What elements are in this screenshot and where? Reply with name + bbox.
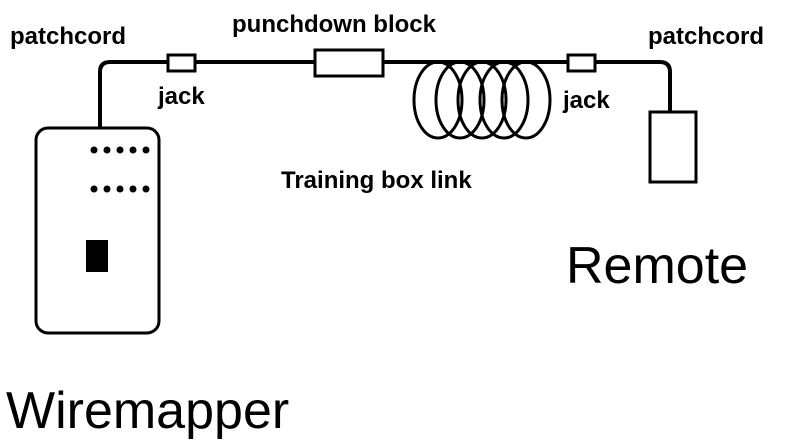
training-box-link-label: Training box link bbox=[281, 167, 472, 194]
jack-right-label: jack bbox=[562, 87, 610, 114]
led-row-bottom bbox=[90, 185, 150, 193]
cable-coil-icon bbox=[412, 60, 552, 140]
wiremapper-device bbox=[34, 126, 161, 335]
left-jack bbox=[166, 53, 197, 73]
device-display bbox=[86, 240, 108, 272]
patchcord-left-label: patchcord bbox=[10, 23, 126, 50]
remote-label: Remote bbox=[566, 237, 748, 295]
punchdown-block bbox=[313, 48, 385, 78]
wiremapper-label: Wiremapper bbox=[6, 382, 289, 440]
cable-line bbox=[98, 60, 672, 132]
remote-device bbox=[648, 110, 698, 184]
patchcord-right-label: patchcord bbox=[648, 23, 764, 50]
punchdown-block-label: punchdown block bbox=[232, 11, 437, 38]
right-jack bbox=[566, 53, 597, 73]
jack-left-label: jack bbox=[157, 83, 205, 110]
led-row-top bbox=[90, 146, 150, 154]
